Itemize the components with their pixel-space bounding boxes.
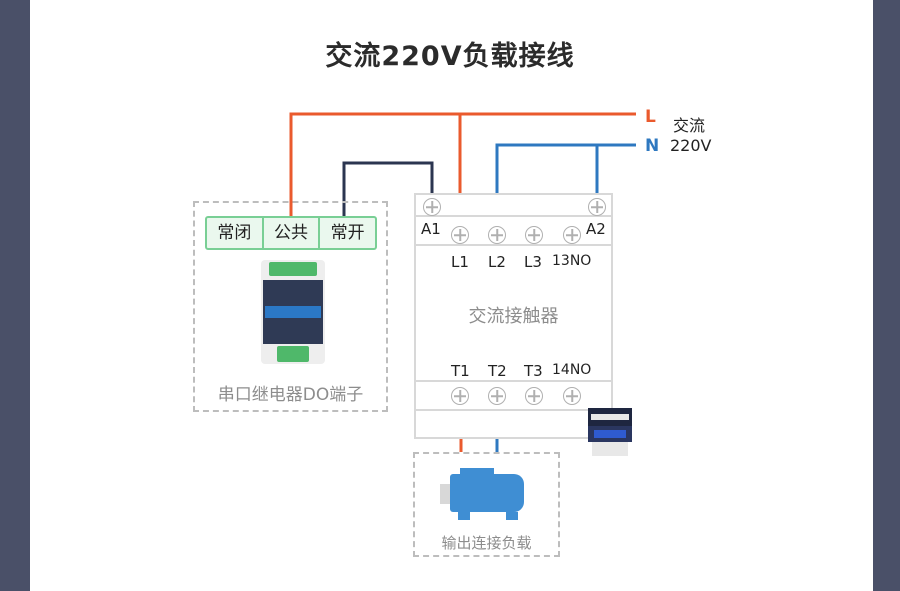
diagram-title: 交流220V负载接线 <box>325 41 575 72</box>
label-l2: L2 <box>488 253 506 271</box>
screw-t2-icon <box>488 387 506 405</box>
power-desc-ac: 交流 <box>673 116 706 135</box>
label-a2: A2 <box>586 220 606 238</box>
relay-caption: 串口继电器DO端子 <box>217 385 364 405</box>
terminal-nc: 常闭 <box>207 218 264 248</box>
power-desc-voltage: 220V <box>670 136 712 155</box>
screw-t3-icon <box>525 387 543 405</box>
screw-a2-icon <box>588 198 606 216</box>
relay-device-icon <box>261 260 325 364</box>
live-label: L <box>645 107 656 127</box>
contactor-name: 交流接触器 <box>468 306 559 327</box>
screw-t1-icon <box>451 387 469 405</box>
label-t1: T1 <box>451 362 470 380</box>
terminal-com: 公共 <box>264 218 321 248</box>
terminal-no: 常开 <box>330 223 365 243</box>
relay-module-box <box>193 201 388 412</box>
load-box <box>413 452 560 557</box>
control-wire <box>342 161 434 217</box>
label-t3: T3 <box>524 362 543 380</box>
neutral-label: N <box>645 136 660 156</box>
load-caption: 输出连接负载 <box>441 534 532 552</box>
label-t2: T2 <box>488 362 507 380</box>
screw-l2-icon <box>488 226 506 244</box>
motor-icon <box>440 466 530 522</box>
screw-a1-icon <box>423 198 441 216</box>
live-wire <box>289 112 636 217</box>
label-l1: L1 <box>451 253 469 271</box>
label-l3: L3 <box>524 253 542 271</box>
label-a1: A1 <box>421 220 441 238</box>
contactor-device-icon <box>588 402 632 458</box>
screw-l3-icon <box>525 226 543 244</box>
screw-l1-icon <box>451 226 469 244</box>
relay-terminal-block: 常闭 公共 常开 <box>205 216 377 250</box>
screw-14no-icon <box>563 387 581 405</box>
label-14no: 14NO <box>552 362 592 378</box>
label-13no: 13NO <box>552 253 592 269</box>
screw-13no-icon <box>563 226 581 244</box>
